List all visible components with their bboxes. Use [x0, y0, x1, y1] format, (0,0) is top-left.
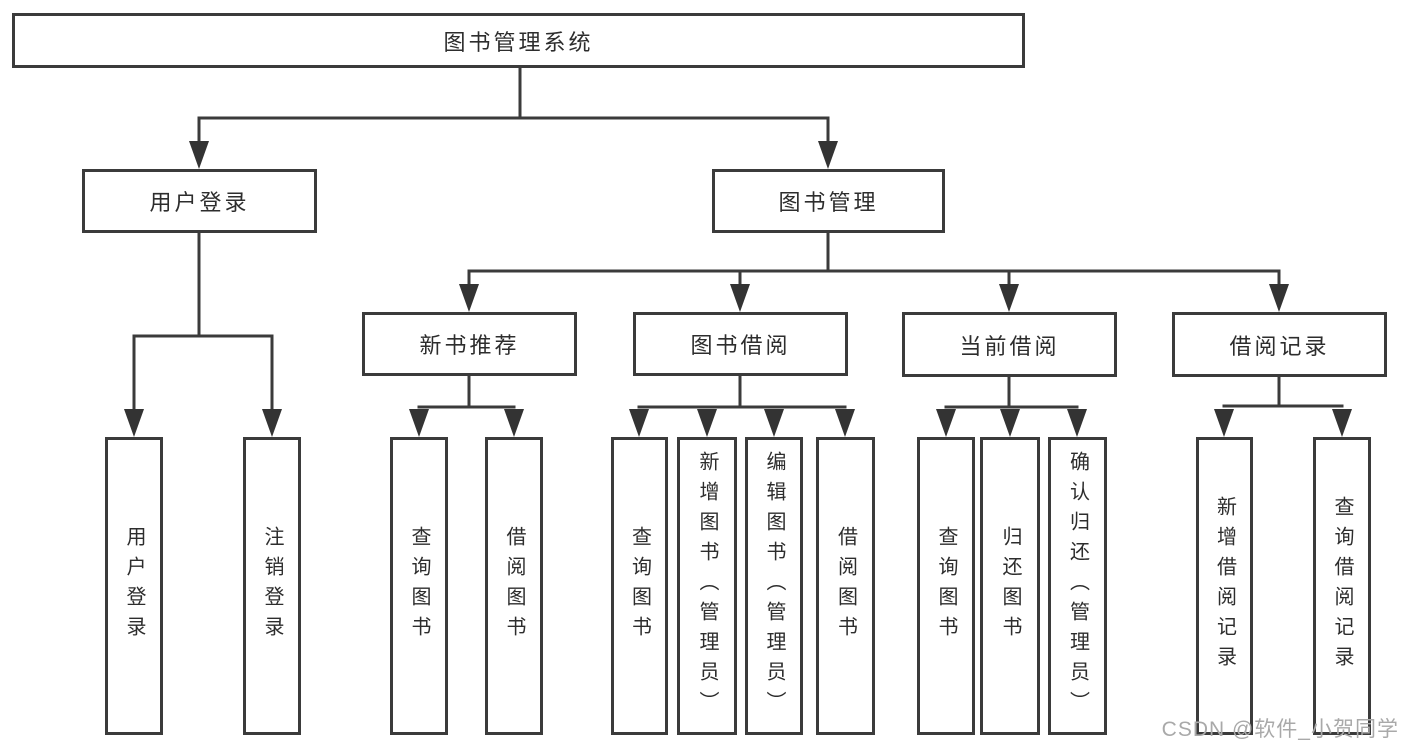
leaf-borrow-edit-books: 编辑图书（管理员） [745, 437, 803, 735]
node-new-book-recommend-label: 新书推荐 [419, 333, 520, 358]
leaf-current-confirm-return-label: 确认归还（管理员） [1066, 451, 1089, 721]
csdn-watermark: CSDN @软件_小贺同学 [1161, 718, 1399, 741]
leaf-current-query-books: 查询图书 [917, 437, 975, 735]
leaf-user-login: 用户登录 [105, 437, 163, 735]
leaf-borrow-query-books: 查询图书 [611, 437, 668, 735]
node-root-label: 图书管理系统 [443, 29, 594, 55]
leaf-records-add-record-label: 新增借阅记录 [1213, 496, 1236, 676]
node-current-borrowing: 当前借阅 [902, 312, 1117, 377]
leaf-logout: 注销登录 [243, 437, 301, 735]
leaf-current-confirm-return: 确认归还（管理员） [1048, 437, 1107, 735]
leaf-borrow-edit-books-label: 编辑图书（管理员） [763, 451, 785, 721]
node-borrowing-records-label: 借阅记录 [1229, 333, 1330, 359]
node-book-borrowing-label: 图书借阅 [690, 333, 791, 358]
node-current-borrowing-label: 当前借阅 [959, 333, 1060, 359]
node-borrowing-records: 借阅记录 [1172, 312, 1387, 377]
leaf-borrow-borrow-books-label: 借阅图书 [834, 526, 857, 646]
leaf-newbook-borrow-books: 借阅图书 [485, 437, 543, 735]
leaf-borrow-add-books: 新增图书（管理员） [677, 437, 737, 735]
node-book-borrowing: 图书借阅 [633, 312, 848, 376]
node-user-login: 用户登录 [82, 169, 317, 233]
leaf-borrow-query-books-label: 查询图书 [628, 526, 651, 646]
leaf-newbook-query-books: 查询图书 [390, 437, 448, 735]
leaf-newbook-borrow-books-label: 借阅图书 [503, 526, 525, 646]
leaf-current-return-books: 归还图书 [980, 437, 1040, 735]
node-root-system: 图书管理系统 [12, 13, 1025, 68]
node-new-book-recommend: 新书推荐 [362, 312, 577, 376]
leaf-records-query-record: 查询借阅记录 [1313, 437, 1371, 735]
leaf-newbook-query-books-label: 查询图书 [408, 526, 430, 646]
leaf-user-login-label: 用户登录 [123, 526, 145, 646]
leaf-current-query-books-label: 查询图书 [935, 526, 957, 646]
leaf-borrow-add-books-label: 新增图书（管理员） [696, 451, 718, 721]
node-user-login-label: 用户登录 [149, 190, 250, 215]
leaf-records-add-record: 新增借阅记录 [1196, 437, 1253, 735]
leaf-logout-label: 注销登录 [261, 526, 283, 646]
leaf-current-return-books-label: 归还图书 [999, 526, 1021, 646]
node-book-management-label: 图书管理 [778, 190, 879, 215]
node-book-management: 图书管理 [712, 169, 945, 233]
leaf-records-query-record-label: 查询借阅记录 [1331, 496, 1353, 676]
leaf-borrow-borrow-books: 借阅图书 [816, 437, 875, 735]
